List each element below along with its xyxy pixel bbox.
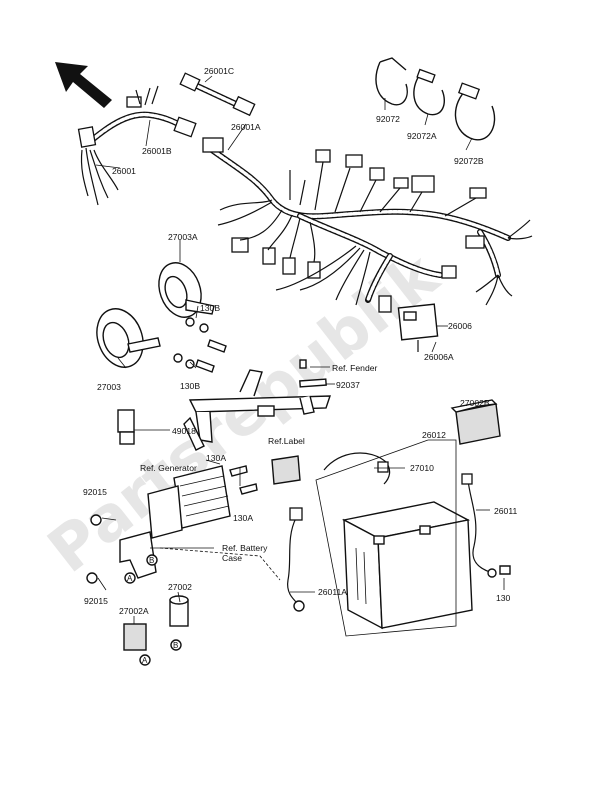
svg-text:A: A	[142, 656, 148, 665]
frame-bracket	[183, 369, 331, 451]
label-ref-fender: Ref. Fender	[332, 363, 378, 373]
horn-27003A	[158, 262, 215, 318]
leader-lines	[95, 75, 505, 637]
svg-text:B: B	[173, 641, 178, 650]
direction-arrow-icon	[55, 62, 112, 108]
marker-a-1: A	[124, 572, 136, 584]
regulator-box	[147, 465, 231, 539]
label-26012: 26012	[422, 430, 446, 440]
fuse-27002A	[123, 623, 147, 651]
fuse-holder-27002	[169, 595, 189, 627]
label-130: 130	[496, 593, 511, 603]
label-26001B: 26001B	[142, 146, 172, 156]
strap-92072A	[413, 68, 446, 116]
sub-harness-26001B	[77, 85, 197, 206]
label-27010: 27010	[410, 463, 434, 473]
main-wiring-harness-26001A	[202, 137, 533, 313]
label-ref-label: Ref.Label	[268, 436, 305, 446]
battery-26012	[341, 501, 473, 630]
bolts-130B	[173, 317, 227, 373]
label-27002A: 27002A	[119, 606, 149, 616]
label-92072A: 92072A	[407, 131, 437, 141]
label-92015-bottom: 92015	[84, 596, 108, 606]
label-27003: 27003	[97, 382, 121, 392]
cable-27010	[323, 452, 391, 485]
bolt-130A	[229, 465, 258, 495]
svg-text:A: A	[127, 574, 133, 583]
label-26001: 26001	[112, 166, 136, 176]
horn-27003	[96, 308, 161, 368]
cable-26011A	[287, 507, 305, 612]
label-27003A: 27003A	[168, 232, 198, 242]
label-27002: 27002	[168, 582, 192, 592]
label-26001C: 26001C	[204, 66, 234, 76]
relay-26006	[397, 303, 439, 352]
label-92072: 92072	[376, 114, 400, 124]
svg-text:B: B	[149, 556, 154, 565]
marker-a-2: A	[139, 654, 151, 666]
label-130B-top: 130B	[200, 303, 220, 313]
label-ref-generator: Ref. Generator	[140, 463, 197, 473]
label-49018: 49018	[172, 426, 196, 436]
label-130B-bottom: 130B	[180, 381, 200, 391]
label-92037: 92037	[336, 380, 360, 390]
label-ref-battery-case-2: Case	[222, 553, 242, 563]
label-130A-bottom: 130A	[233, 513, 253, 523]
ref-label-sheet	[271, 455, 301, 485]
strap-92072	[375, 57, 408, 106]
label-27002B: 27002B	[460, 398, 490, 408]
label-26006A: 26006A	[424, 352, 454, 362]
label-26011A: 26011A	[318, 587, 347, 597]
label-26011: 26011	[494, 506, 517, 516]
label-92015-top: 92015	[83, 487, 107, 497]
pad-92037	[299, 359, 327, 388]
sub-harness-26001C	[179, 72, 256, 117]
label-26006: 26006	[448, 321, 472, 331]
label-92072B: 92072B	[454, 156, 484, 166]
grommet-92015	[86, 514, 102, 584]
relay-49018	[117, 409, 135, 445]
cable-26011	[461, 473, 511, 578]
battery-case-bracket	[119, 531, 157, 579]
marker-b-1: B	[146, 554, 158, 566]
label-26001A: 26001A	[231, 122, 261, 132]
label-130A-top: 130A	[206, 453, 226, 463]
label-ref-battery-case-1: Ref. Battery	[222, 543, 268, 553]
strap-92072B	[454, 82, 496, 141]
marker-b-2: B	[170, 639, 182, 651]
